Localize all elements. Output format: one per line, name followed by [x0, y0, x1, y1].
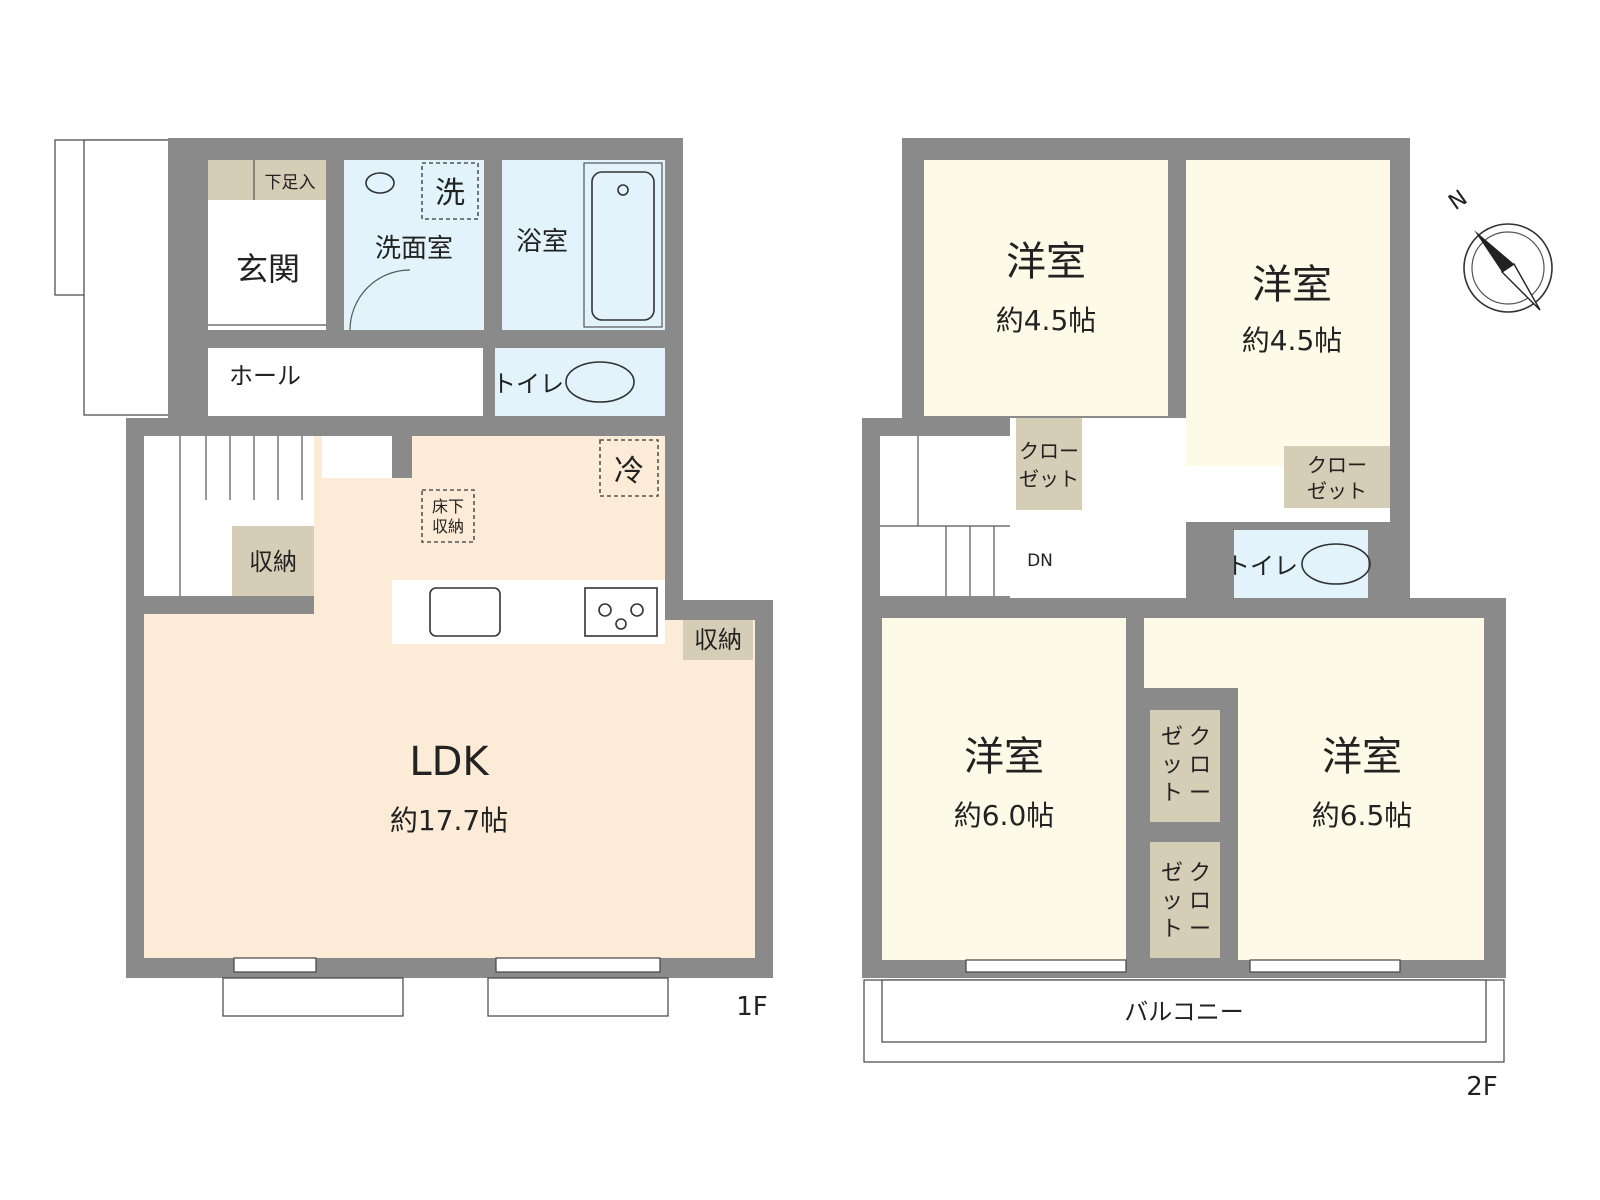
closet-ne-line1: クロー [1307, 453, 1367, 477]
bed-nw-size: 約4.5帖 [996, 304, 1097, 337]
yukashita-line2: 収納 [432, 517, 464, 536]
terrace-step-1 [222, 977, 404, 1017]
yukashita-line1: 床下 [432, 497, 464, 516]
washer-label: 洗 [435, 176, 465, 211]
compass-needle-icon [1474, 230, 1514, 272]
balcony-inner [881, 979, 1487, 1043]
closet-v1-c6: ト [1161, 781, 1183, 806]
ldk-size-label: 約17.7帖 [390, 804, 508, 837]
hall-label: ホール [229, 362, 301, 390]
yokushitsu-label: 浴室 [516, 227, 568, 257]
closet-nw [1016, 418, 1082, 510]
stairs-2f [880, 436, 1010, 596]
shuno-stair-label: 収納 [249, 548, 297, 576]
room-bed-nw [924, 160, 1168, 416]
room-hall [208, 348, 483, 416]
bed-sw-size: 約6.0帖 [954, 799, 1055, 832]
bathtub-frame-icon [583, 162, 663, 328]
washer-space [421, 162, 479, 220]
senmen-label: 洗面室 [375, 234, 453, 264]
closet-v2-c5: ッ [1161, 889, 1183, 914]
compass-ring-icon [1463, 223, 1553, 313]
door-swing-icon [349, 269, 411, 331]
sink-icon [365, 172, 395, 194]
closet-v2-c6: ト [1161, 917, 1183, 942]
closet-nw-line2: ゼット [1019, 467, 1079, 491]
room-toilet-1f [495, 348, 665, 416]
closet-v2 [1150, 842, 1220, 958]
kitchen-sink-icon [429, 587, 501, 637]
storage-stairs [232, 526, 314, 596]
shuno-ldk-label: 収納 [694, 626, 742, 654]
stove-icon [584, 587, 658, 637]
closet-ne [1284, 446, 1390, 508]
window-2f-1 [965, 959, 1127, 973]
fridge-label: 冷 [614, 454, 644, 489]
window-1f-1 [233, 957, 317, 973]
bathtub-icon [591, 171, 655, 321]
closet-v2-c1: ク [1189, 861, 1211, 886]
bed-sw-label: 洋室 [964, 734, 1044, 780]
closet-v1 [1150, 710, 1220, 822]
kitchen-counter [392, 580, 665, 644]
floor-1-label: 1F [736, 992, 768, 1022]
closet-v1-c5: ッ [1161, 753, 1183, 778]
closet-v2-c4: ゼ [1161, 861, 1183, 886]
bed-se-size: 約6.5帖 [1312, 799, 1413, 832]
getabako [208, 160, 326, 200]
closet-nw-line1: クロー [1019, 439, 1079, 463]
getabako-label: 下足入 [265, 173, 316, 193]
terrace-step-2 [487, 977, 669, 1017]
room-toilet-2f [1234, 530, 1368, 598]
toilet-icon [565, 361, 635, 403]
underfloor-storage [421, 489, 475, 543]
ldk-label: LDK [409, 739, 490, 785]
closet-v1-c4: ゼ [1161, 725, 1183, 750]
compass: N [1444, 186, 1553, 313]
dn-label: DN [1027, 551, 1053, 571]
window-2f-2 [1249, 959, 1401, 973]
closet-v2-c2: ロ [1189, 889, 1211, 914]
window-1f-2 [495, 957, 661, 973]
closet-v2-c3: ー [1189, 917, 1211, 942]
closet-v1-c1: ク [1189, 725, 1211, 750]
toilet-2f-icon [1301, 543, 1371, 585]
ldk-pillar [392, 436, 412, 478]
compass-north-label: N [1444, 186, 1472, 216]
toilet-2f-label: トイレ [1226, 552, 1298, 580]
closet-v1-c3: ー [1189, 781, 1211, 806]
floor-1: 下足入 玄関 洗 洗面室 浴室 ホール トイレ UP 収納 [54, 138, 773, 1022]
bed-se-label: 洋室 [1322, 734, 1402, 780]
storage-ldk [683, 620, 753, 660]
room-bed-se [1144, 618, 1484, 960]
closet-v1-c2: ロ [1189, 753, 1211, 778]
genkan-label: 玄関 [236, 250, 300, 288]
room-bed-sw [882, 618, 1126, 960]
bed-ne-label: 洋室 [1252, 262, 1332, 308]
floor-2-label: 2F [1466, 1072, 1498, 1102]
closet-ne-line2: ゼット [1307, 479, 1367, 503]
toilet-1f-label: トイレ [492, 370, 564, 398]
bed-nw-label: 洋室 [1006, 239, 1086, 285]
room-ldk [144, 436, 755, 958]
room-bed-ne [1186, 160, 1390, 466]
fridge-space [599, 439, 659, 497]
balcony-label: バルコニー [1124, 998, 1244, 1026]
ldk-notch [322, 436, 392, 478]
bed-ne-size: 約4.5帖 [1242, 324, 1343, 357]
floor-2: 洋室 約4.5帖 洋室 約4.5帖 クロー ゼット クロー ゼット DN トイレ… [862, 138, 1506, 1102]
